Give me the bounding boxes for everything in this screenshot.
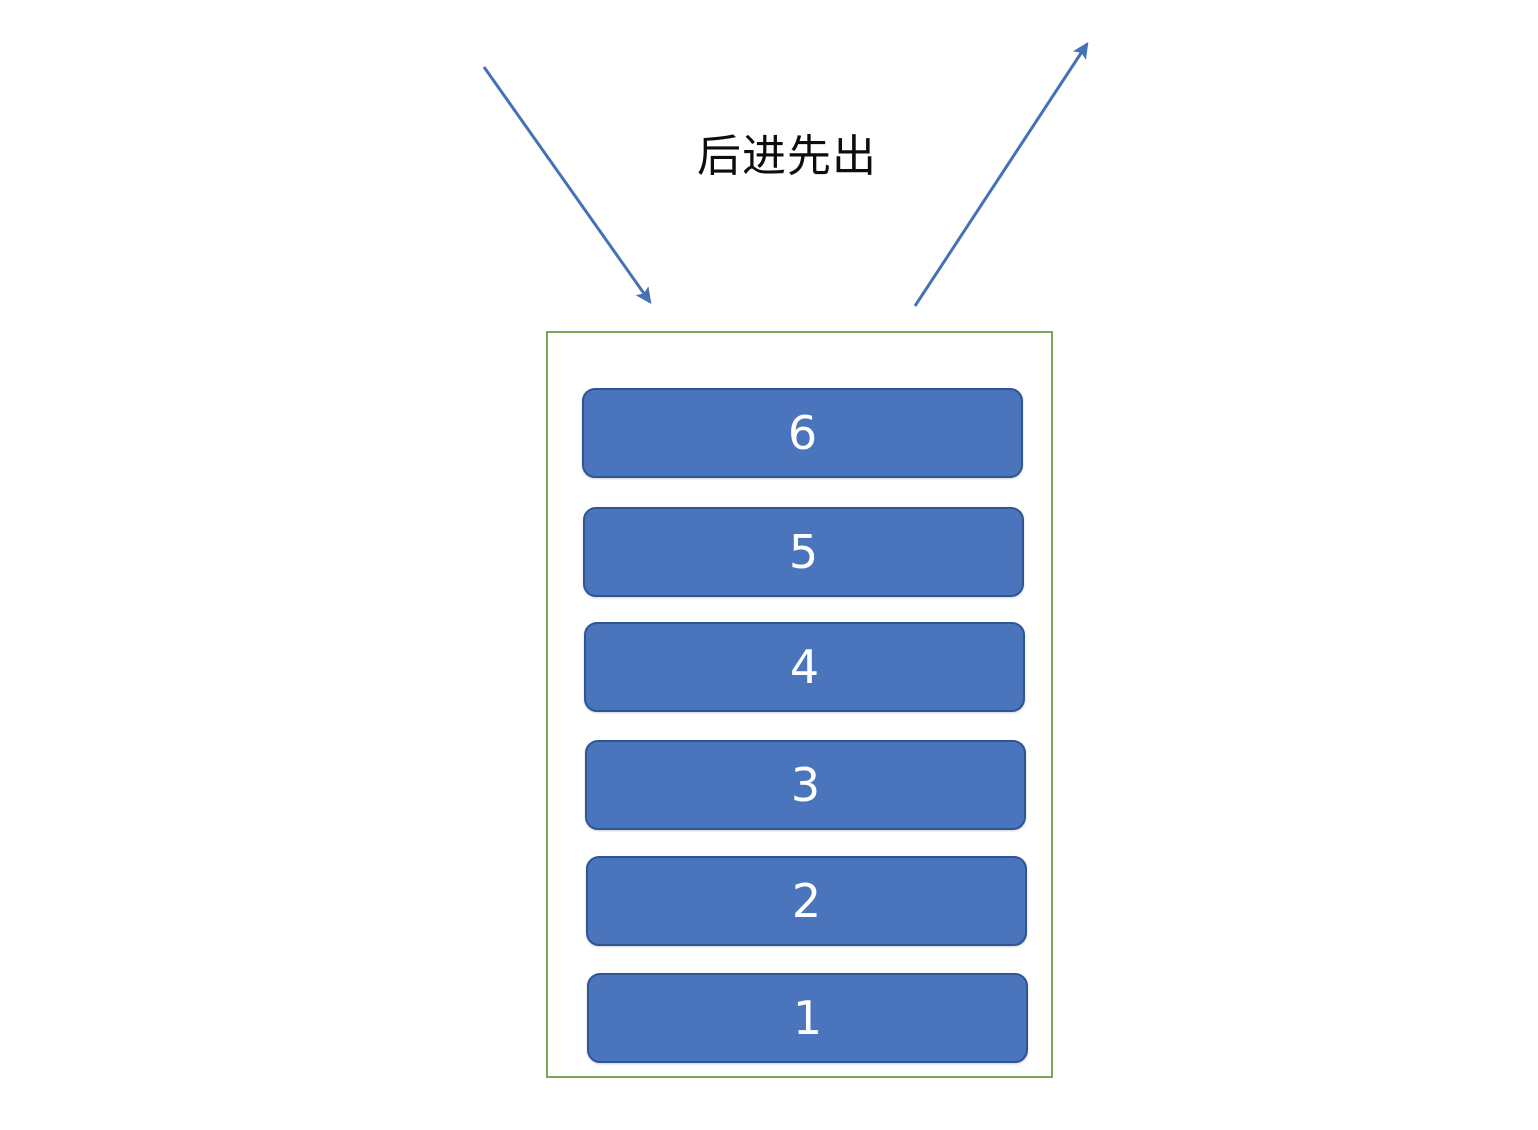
stack-item-4[interactable]: 4 [584,622,1025,712]
stack-item-label: 2 [791,874,822,928]
stack-item-label: 1 [792,991,823,1045]
diagram-title: 后进先出 [697,131,877,182]
stack-item-6[interactable]: 6 [582,388,1023,478]
stack-item-3[interactable]: 3 [585,740,1026,830]
stack-item-label: 4 [789,640,820,694]
stack-item-label: 6 [787,406,818,460]
stack-item-label: 3 [790,758,821,812]
stack-item-label: 5 [788,525,819,579]
pop-arrow [913,41,1089,307]
stack-container: 6 5 4 3 2 1 [546,331,1053,1078]
push-arrow [482,66,652,304]
stack-item-5[interactable]: 5 [583,507,1024,597]
stack-item-1[interactable]: 1 [587,973,1028,1063]
stack-item-2[interactable]: 2 [586,856,1027,946]
